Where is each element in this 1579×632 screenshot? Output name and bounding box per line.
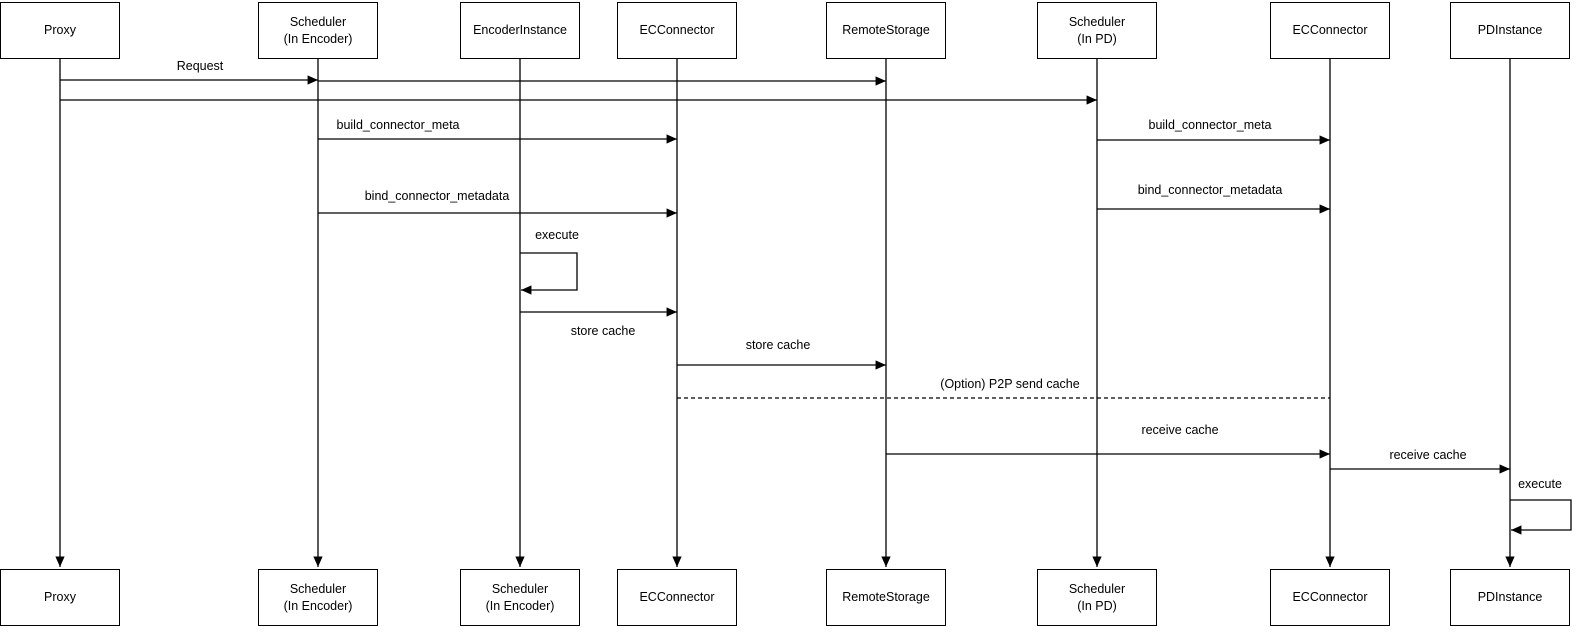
- participant-box-top-remote-storage: RemoteStorage: [826, 2, 946, 59]
- message-label-build-connector-meta-4: build_connector_meta: [334, 118, 462, 132]
- participant-box-bottom-scheduler-pd: Scheduler (In PD): [1037, 569, 1157, 626]
- message-label-receive-cache-12: receive cache: [1387, 448, 1469, 462]
- participant-box-bottom-ec-connector-2: ECConnector: [1270, 569, 1390, 626]
- message-label-bind-connector-metadata-7: bind_connector_metadata: [1135, 183, 1285, 197]
- message-label-receive-cache-11: receive cache: [1139, 423, 1221, 437]
- participant-box-bottom-pd-instance: PDInstance: [1450, 569, 1570, 626]
- message-label-store-cache-8: store cache: [568, 324, 638, 338]
- participant-box-bottom-proxy: Proxy: [0, 569, 120, 626]
- message-label-option-p2p-send-cache-10: (Option) P2P send cache: [938, 377, 1082, 391]
- self-message-label-execute-1: execute: [533, 228, 581, 242]
- participant-box-top-proxy: Proxy: [0, 2, 120, 59]
- message-label-build-connector-meta-5: build_connector_meta: [1146, 118, 1274, 132]
- message-label-request-1: Request: [174, 59, 226, 73]
- participant-box-top-scheduler-encoder: Scheduler (In Encoder): [258, 2, 378, 59]
- participant-box-bottom-ec-connector-1: ECConnector: [617, 569, 737, 626]
- self-message-label-execute-2: execute: [1516, 477, 1564, 491]
- participant-box-top-pd-instance: PDInstance: [1450, 2, 1570, 59]
- participant-box-top-ec-connector-1: ECConnector: [617, 2, 737, 59]
- self-message-loop-execute-1: [520, 252, 578, 295]
- participant-box-bottom-encoder-instance: Scheduler (In Encoder): [460, 569, 580, 626]
- participant-box-top-ec-connector-2: ECConnector: [1270, 2, 1390, 59]
- message-label-bind-connector-metadata-6: bind_connector_metadata: [362, 189, 512, 203]
- participant-box-top-scheduler-pd: Scheduler (In PD): [1037, 2, 1157, 59]
- message-label-store-cache-9: store cache: [743, 338, 813, 352]
- participant-box-top-encoder-instance: EncoderInstance: [460, 2, 580, 59]
- self-message-loop-execute-2: [1510, 499, 1572, 535]
- participant-box-bottom-remote-storage: RemoteStorage: [826, 569, 946, 626]
- participant-box-bottom-scheduler-encoder: Scheduler (In Encoder): [258, 569, 378, 626]
